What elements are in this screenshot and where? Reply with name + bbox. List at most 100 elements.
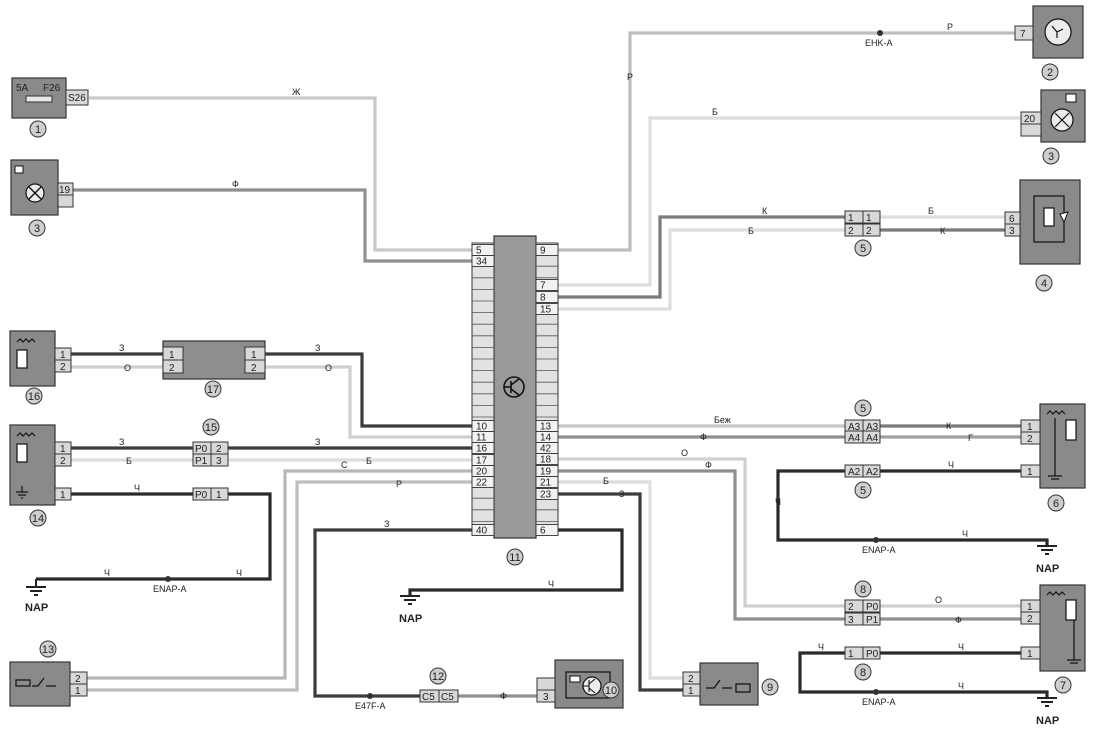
callout-3: 3 xyxy=(28,219,46,237)
component-16: 1 2 xyxy=(9,330,72,387)
connector-15: P0 2 P1 3 P0 1 xyxy=(192,441,229,501)
callout-5: 5 xyxy=(854,239,872,257)
ecu-right-pin: 15 xyxy=(540,305,552,316)
wl-ch-7: Ч xyxy=(962,529,968,539)
wire-f-comp3-left xyxy=(73,188,472,263)
wire-k-conn5 xyxy=(557,215,845,299)
conn5low-l: A2 xyxy=(848,467,861,478)
wire-ch-ecu6 xyxy=(408,528,624,596)
splice-enap-mid-label: ENAP-A xyxy=(862,545,896,555)
callout-number: 10 xyxy=(605,685,617,697)
callout-12: 12 xyxy=(429,667,447,685)
c4-pin-3: 3 xyxy=(1009,226,1015,237)
callout-number: 5 xyxy=(860,485,866,497)
callout-number: 5 xyxy=(860,243,866,255)
callout-17: 17 xyxy=(204,380,222,398)
component-6: 1 2 1 xyxy=(1020,403,1086,489)
wl-ch-9: Ч xyxy=(958,642,964,652)
callout-number: 8 xyxy=(860,667,866,679)
wire-labels: Ж Ф Р Р Б К Б Б К З О З О З Б З Б С Р Ч … xyxy=(104,22,973,701)
wl-k-2: К xyxy=(940,226,946,236)
c15-p1: P1 xyxy=(195,456,208,467)
callout-number: 9 xyxy=(767,682,773,694)
splices: EHK-A ENAP-A ENAP-A ENAP-A E47F-A xyxy=(153,30,896,711)
wl-z-2: З xyxy=(315,343,320,353)
resistor-icon-7 xyxy=(1046,591,1066,596)
c2-pin: 7 xyxy=(1020,29,1026,40)
conn5mid-r: A4 xyxy=(866,433,879,444)
component-2: 7 xyxy=(1014,5,1084,59)
c6-pin-1: 1 xyxy=(1027,422,1033,433)
wire-b-comp3-right xyxy=(557,116,1021,287)
splice-ehk xyxy=(877,30,883,36)
wl-b-2: Б xyxy=(748,226,754,236)
callout-number: 7 xyxy=(1060,680,1066,692)
c13-pin-2: 2 xyxy=(75,674,81,685)
component-7: 1 2 1 xyxy=(1020,584,1086,672)
wl-f-4: Ф xyxy=(705,460,712,470)
wire-r-comp2 xyxy=(557,31,1015,252)
ecu-right-pin: 18 xyxy=(540,455,552,466)
callout-number: 15 xyxy=(205,422,217,434)
ecu-left-pin-bg xyxy=(471,255,495,267)
wl-f-2: Ф xyxy=(500,691,507,701)
ecu-right-pin: 42 xyxy=(540,444,552,455)
ecu-left-pin: 10 xyxy=(476,422,488,433)
wl-o-2: О xyxy=(325,363,332,373)
callout-8: 8 xyxy=(854,580,872,598)
ecu-left-pin: 20 xyxy=(476,467,488,478)
wl-b-5: Б xyxy=(366,456,372,466)
conn5low-r: A2 xyxy=(866,467,879,478)
callout-number: 11 xyxy=(509,552,520,564)
callout-9: 9 xyxy=(761,678,779,696)
wire-zh-fuse xyxy=(89,96,472,252)
ground-right-low-label: NAP xyxy=(1036,715,1059,727)
ecu-right-pin: 7 xyxy=(540,281,546,292)
conn8top-r: P1 xyxy=(866,615,879,626)
c17-right-2: 2 xyxy=(251,363,257,374)
ecu-left-pin-bg xyxy=(471,524,495,536)
c6-pin-1b: 1 xyxy=(1027,467,1033,478)
callout-2: 2 xyxy=(1041,63,1059,81)
splice-ehk-label: EHK-A xyxy=(865,38,893,48)
wl-r-2: Р xyxy=(947,22,953,32)
c16-pin-1: 1 xyxy=(60,350,66,361)
wire-ch-c5low-gnd xyxy=(776,469,1049,546)
wl-z-1: З xyxy=(119,343,124,353)
callout-number: 3 xyxy=(34,223,40,235)
wl-z-5: З xyxy=(384,519,389,529)
conn8top-l: 3 xyxy=(848,615,854,626)
ground-right-mid-label: NAP xyxy=(1036,563,1059,575)
switch-icon-9 xyxy=(706,679,751,693)
callout-16: 16 xyxy=(25,387,43,405)
wl-ch-3: Ч xyxy=(236,568,242,578)
wire-o-c17-ecu xyxy=(265,365,472,439)
callout-number: 17 xyxy=(207,384,219,396)
callout-number: 5 xyxy=(860,403,866,415)
c15-3: 3 xyxy=(216,456,222,467)
wl-f-1: Ф xyxy=(232,179,239,189)
wl-b-3: Б xyxy=(928,206,934,216)
c3-right-pin-20: 20 xyxy=(1024,114,1036,125)
callout-3: 3 xyxy=(1042,147,1060,165)
ecu-right-pin-bg xyxy=(535,244,559,256)
callout-4: 4 xyxy=(1035,274,1053,292)
c16-pin-2: 2 xyxy=(60,362,66,373)
wire-z-ecu40 xyxy=(313,528,472,698)
conn5top-l: 2 xyxy=(848,226,854,237)
ecu-right-pin-bg xyxy=(535,279,559,291)
c12-right: C5 xyxy=(441,692,454,703)
callout-number: 3 xyxy=(1048,151,1054,163)
wire-z-c17-ecu xyxy=(265,352,472,428)
conn5top-r: 2 xyxy=(866,226,872,237)
ecu-left-pin: 11 xyxy=(476,433,487,444)
callout-number: 13 xyxy=(42,644,54,656)
wl-f-5: Ф xyxy=(955,615,962,625)
wl-ch-2: Ч xyxy=(104,568,110,578)
c13-pin-1: 1 xyxy=(75,686,81,697)
connector-17: 1 2 1 2 xyxy=(162,340,266,380)
ground-left: NAP xyxy=(25,579,48,614)
conn8low-l: 1 xyxy=(848,649,854,660)
